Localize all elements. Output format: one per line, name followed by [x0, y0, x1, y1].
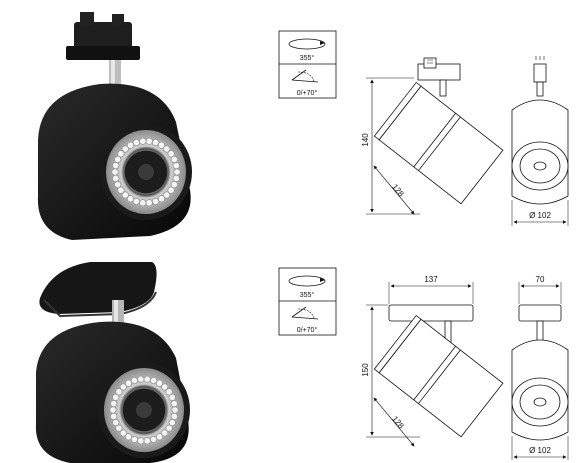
dimension-base-width-2: 70: [518, 275, 562, 304]
led-dot: [137, 375, 145, 383]
led-dot: [145, 137, 153, 145]
led-dot: [137, 437, 145, 445]
led-dot: [132, 139, 140, 147]
led-dot: [117, 186, 125, 194]
led-dot: [168, 419, 176, 427]
led-dot: [110, 400, 118, 408]
tilt-label: 0/+70°: [297, 326, 318, 334]
dimension-diameter-1: Ø 102: [511, 200, 569, 226]
led-dot: [114, 181, 122, 189]
surface-spot-side-drawing: [373, 304, 504, 438]
dimension-depth-1: 128: [373, 165, 415, 215]
led-dot: [143, 437, 151, 445]
led-dot: [115, 424, 123, 432]
led-dot: [163, 145, 171, 153]
led-dot: [170, 155, 178, 163]
led-dot: [112, 174, 120, 182]
led-dot: [152, 198, 160, 206]
led-dot: [158, 195, 166, 203]
led-dot: [170, 400, 178, 408]
rotation-tilt-box-1: 355° 0/+70°: [278, 30, 337, 99]
track-spot-photo: [37, 12, 192, 240]
depth-label: 128: [390, 182, 406, 198]
led-dot: [171, 406, 179, 414]
led-dot: [111, 168, 119, 176]
tilt-icon: [291, 306, 319, 320]
led-dot: [145, 199, 153, 207]
led-dot: [167, 150, 175, 158]
led-dot: [125, 379, 133, 387]
led-dot: [109, 406, 117, 414]
led-dot: [114, 155, 122, 163]
led-dot: [172, 162, 180, 170]
diameter-label: Ø 102: [529, 211, 551, 220]
rotation-tilt-box-2: 355° 0/+70°: [278, 267, 337, 336]
led-dot: [170, 412, 178, 420]
width-label: 137: [424, 275, 438, 284]
led-dot: [117, 150, 125, 158]
led-dot: [172, 174, 180, 182]
led-dot: [165, 388, 173, 396]
surface-spot-front-drawing: [511, 304, 569, 441]
led-dot: [119, 429, 127, 437]
surface-spot-photo: [35, 262, 190, 463]
led-dot: [130, 435, 138, 443]
led-dot: [152, 139, 160, 147]
led-dot: [156, 379, 164, 387]
led-dot: [173, 168, 181, 176]
led-dot: [168, 393, 176, 401]
led-dot: [115, 388, 123, 396]
rotation-icon: [288, 275, 326, 287]
led-dot: [139, 199, 147, 207]
led-dot: [110, 412, 118, 420]
led-dot: [112, 419, 120, 427]
track-spot-side-drawing: [373, 57, 504, 205]
led-dot: [150, 435, 158, 443]
led-dot: [127, 195, 135, 203]
led-dot: [167, 186, 175, 194]
led-dot: [121, 145, 129, 153]
led-dot: [119, 383, 127, 391]
led-dot: [112, 162, 120, 170]
led-dot: [156, 433, 164, 441]
led-dot: [170, 181, 178, 189]
tilt-label: 0/+70°: [297, 89, 318, 97]
rotation-label: 355°: [300, 54, 315, 62]
tilt-icon: [291, 69, 319, 83]
rotation-label: 355°: [300, 291, 315, 299]
led-dot: [158, 141, 166, 149]
height-label: 140: [361, 133, 370, 147]
dimension-depth-2: 128: [373, 397, 415, 447]
track-spot-front-drawing: [511, 56, 569, 205]
led-dot: [143, 375, 151, 383]
depth-label: 128: [390, 414, 406, 430]
height-label: 150: [361, 363, 370, 377]
led-dot: [161, 429, 169, 437]
dimension-diameter-2: Ø 102: [511, 436, 569, 460]
led-dot: [150, 376, 158, 384]
dimension-width-2: 137: [388, 275, 474, 304]
led-dot: [130, 376, 138, 384]
led-dot: [121, 191, 129, 199]
led-dot: [165, 424, 173, 432]
led-dot: [112, 393, 120, 401]
led-dot: [127, 141, 135, 149]
diameter-label: Ø 102: [529, 446, 551, 455]
base-width-label: 70: [536, 275, 545, 284]
rotation-icon: [288, 38, 326, 50]
led-dot: [161, 383, 169, 391]
led-dot: [139, 137, 147, 145]
led-dot: [125, 433, 133, 441]
led-dot: [163, 191, 171, 199]
led-dot: [132, 198, 140, 206]
